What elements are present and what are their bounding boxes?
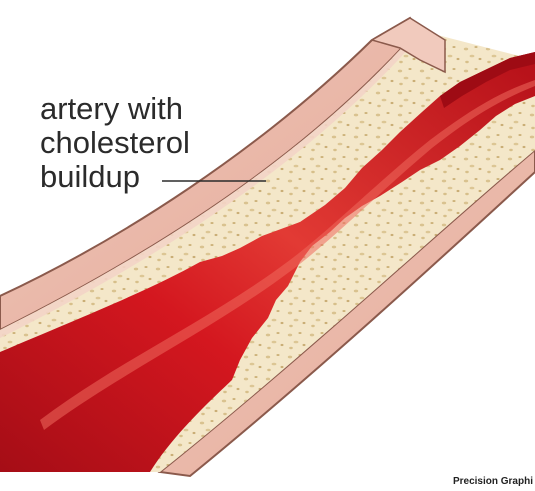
image-credit: Precision Graphi bbox=[453, 476, 533, 487]
label-line-1: artery with bbox=[40, 92, 183, 126]
label-line-2: cholesterol bbox=[40, 126, 190, 160]
label-line-3: buildup bbox=[40, 160, 140, 194]
